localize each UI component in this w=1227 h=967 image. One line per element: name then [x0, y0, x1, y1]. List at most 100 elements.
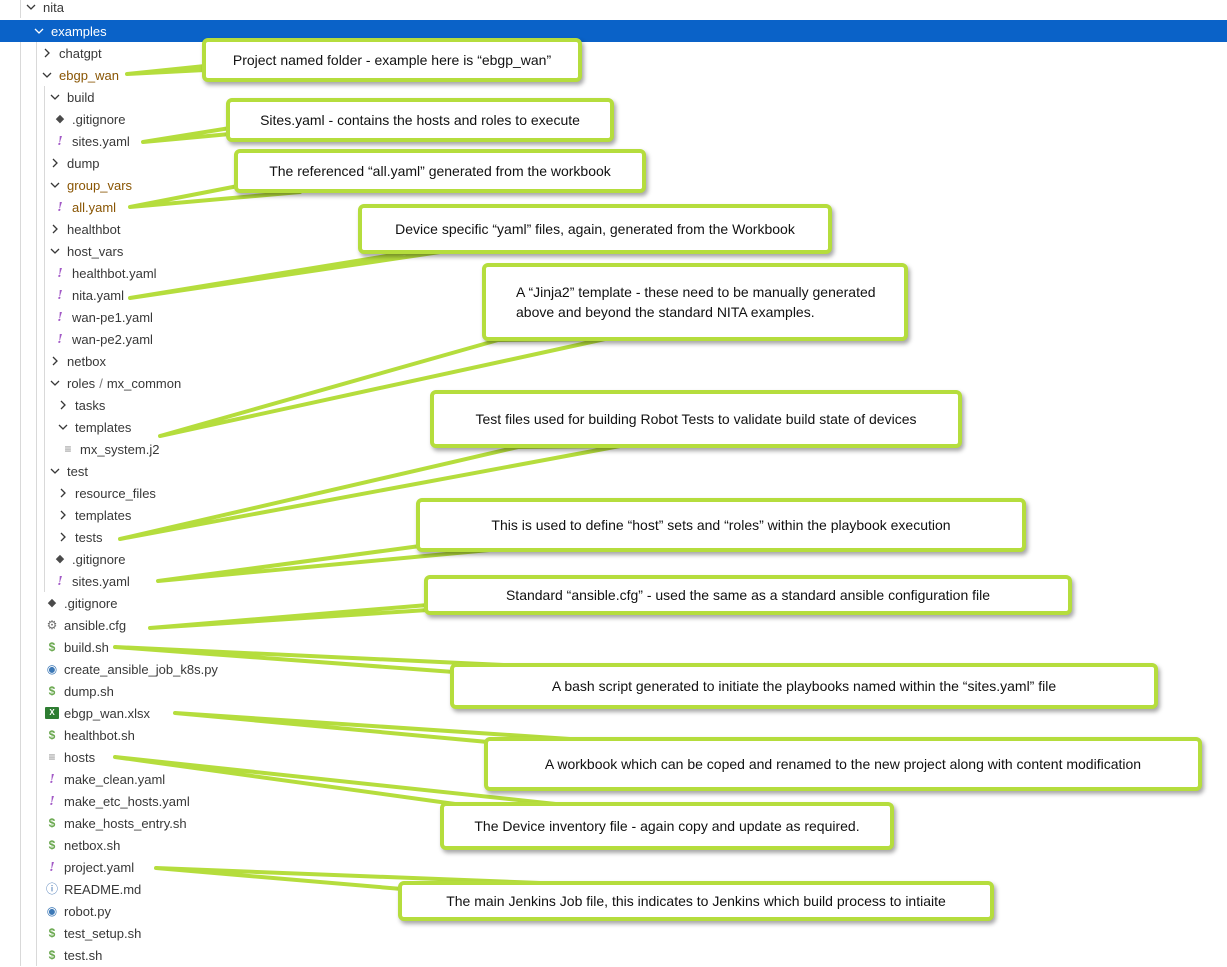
file-wan-pe1-yaml[interactable]: !wan-pe1.yaml: [0, 306, 1227, 328]
folder-examples[interactable]: examples: [0, 20, 1227, 42]
folder-healthbot[interactable]: healthbot: [0, 218, 1227, 240]
tree-item-label: dump.sh: [64, 683, 114, 699]
folder-host-vars[interactable]: host_vars: [0, 240, 1227, 262]
chevron-right-icon[interactable]: [56, 507, 70, 523]
tree-item-label: roles: [67, 375, 96, 391]
file-netbox-sh[interactable]: $netbox.sh: [0, 834, 1227, 856]
tree-item-label: all.yaml: [72, 199, 117, 215]
indent-guide: [36, 196, 37, 218]
chevron-right-icon[interactable]: [56, 529, 70, 545]
chevron-down-icon[interactable]: [48, 463, 62, 479]
chevron-down-icon[interactable]: [56, 419, 70, 435]
callout-text: Project named folder - example here is “…: [232, 52, 552, 68]
chevron-down-icon[interactable]: [40, 67, 54, 83]
indent-guide: [36, 438, 37, 460]
file-project-yaml[interactable]: !project.yaml: [0, 856, 1227, 878]
indent-guide: [36, 790, 37, 812]
chevron-down-icon[interactable]: [48, 243, 62, 259]
indent-guide: [20, 592, 21, 614]
shell-icon: $: [48, 816, 56, 830]
folder-group-vars[interactable]: group_vars: [0, 174, 1227, 196]
file-hosts[interactable]: ≡hosts: [0, 746, 1227, 768]
callout-hosts: The Device inventory file - again copy a…: [440, 802, 894, 850]
indent-guide: [36, 42, 37, 64]
indent-guide: [36, 328, 37, 350]
file-test-setup-sh[interactable]: $test_setup.sh: [0, 922, 1227, 944]
chevron-right-icon[interactable]: [40, 45, 54, 61]
tree-item-label: create_ansible_job_k8s.py: [64, 661, 218, 677]
file-test-gitignore[interactable]: ◆.gitignore: [0, 548, 1227, 570]
chevron-down-icon[interactable]: [48, 375, 62, 391]
indent-guide: [36, 482, 37, 504]
folder-role-templates[interactable]: templates: [0, 416, 1227, 438]
yaml-icon: !: [57, 310, 63, 324]
file-test-sh[interactable]: $test.sh: [0, 944, 1227, 966]
chevron-down-icon[interactable]: [48, 177, 62, 193]
file-all-yaml[interactable]: !all.yaml: [0, 196, 1227, 218]
callout-text: A “Jinja2” template - these need to be m…: [516, 284, 876, 320]
file-gitignore[interactable]: ◆.gitignore: [0, 592, 1227, 614]
chevron-right-icon[interactable]: [48, 221, 62, 237]
folder-tests[interactable]: tests: [0, 526, 1227, 548]
indent-guide: [36, 526, 37, 548]
file-build-gitignore[interactable]: ◆.gitignore: [0, 108, 1227, 130]
callout-build-sh: A bash script generated to initiate the …: [450, 663, 1158, 709]
indent-guide: [36, 614, 37, 636]
indent-guide: [20, 0, 21, 18]
folder-ebgp-wan[interactable]: ebgp_wan: [0, 64, 1227, 86]
callout-jinja2-template: A “Jinja2” template - these need to be m…: [482, 263, 908, 341]
indent-guide: [36, 900, 37, 922]
indent-guide: [36, 394, 37, 416]
chevron-right-icon[interactable]: [56, 485, 70, 501]
lines-icon: ≡: [64, 442, 72, 456]
file-build-sh[interactable]: $build.sh: [0, 636, 1227, 658]
file-robot-py[interactable]: ◉robot.py: [0, 900, 1227, 922]
callout-project-folder: Project named folder - example here is “…: [202, 38, 582, 82]
tree-item-label: templates: [75, 419, 132, 435]
callout-host-vars: Device specific “yaml” files, again, gen…: [358, 204, 832, 254]
chevron-down-icon[interactable]: [24, 0, 38, 15]
indent-guide: [36, 680, 37, 702]
folder-build[interactable]: build: [0, 86, 1227, 108]
folder-chatgpt[interactable]: chatgpt: [0, 42, 1227, 64]
chevron-right-icon[interactable]: [48, 155, 62, 171]
tree-item-label: templates: [75, 507, 132, 523]
file-wan-pe2-yaml[interactable]: !wan-pe2.yaml: [0, 328, 1227, 350]
indent-guide: [36, 658, 37, 680]
chevron-down-icon[interactable]: [48, 89, 62, 105]
info-icon: ⓘ: [45, 882, 58, 896]
gitignore-icon: ◆: [55, 113, 65, 125]
chevron-down-icon[interactable]: [32, 23, 46, 39]
tree-item-label: examples: [51, 23, 107, 39]
folder-test[interactable]: test: [0, 460, 1227, 482]
file-dump-sh[interactable]: $dump.sh: [0, 680, 1227, 702]
file-build-sites-yaml[interactable]: !sites.yaml: [0, 130, 1227, 152]
indent-guide: [44, 372, 45, 394]
tree-item-label: make_hosts_entry.sh: [64, 815, 187, 831]
callout-text: The Device inventory file - again copy a…: [474, 818, 860, 834]
tree-item-label: hosts: [64, 749, 96, 765]
file-healthbot-sh[interactable]: $healthbot.sh: [0, 724, 1227, 746]
python-icon: ◉: [46, 904, 58, 918]
indent-guide: [36, 856, 37, 878]
chevron-right-icon[interactable]: [56, 397, 70, 413]
indent-guide: [20, 240, 21, 262]
folder-dump[interactable]: dump: [0, 152, 1227, 174]
callout-all-yaml: The referenced “all.yaml” generated from…: [234, 149, 646, 193]
tree-item-label: resource_files: [75, 485, 156, 501]
file-make-hosts-entry-sh[interactable]: $ make_hosts_entry.sh: [0, 812, 1227, 834]
folder-nita[interactable]: nita: [0, 0, 1227, 18]
yaml-icon: !: [57, 332, 63, 346]
chevron-right-icon[interactable]: [48, 353, 62, 369]
folder-tasks[interactable]: tasks: [0, 394, 1227, 416]
file-test-sites-yaml[interactable]: !sites.yaml: [0, 570, 1227, 592]
folder-netbox[interactable]: netbox: [0, 350, 1227, 372]
file-nita-yaml[interactable]: !nita.yaml: [0, 284, 1227, 306]
file-ansible-cfg[interactable]: ⚙ansible.cfg: [0, 614, 1227, 636]
tree-item-label: .gitignore: [72, 551, 126, 567]
folder-test-templates[interactable]: templates: [0, 504, 1227, 526]
path-separator: /: [99, 375, 103, 391]
indent-guide: [36, 240, 37, 262]
